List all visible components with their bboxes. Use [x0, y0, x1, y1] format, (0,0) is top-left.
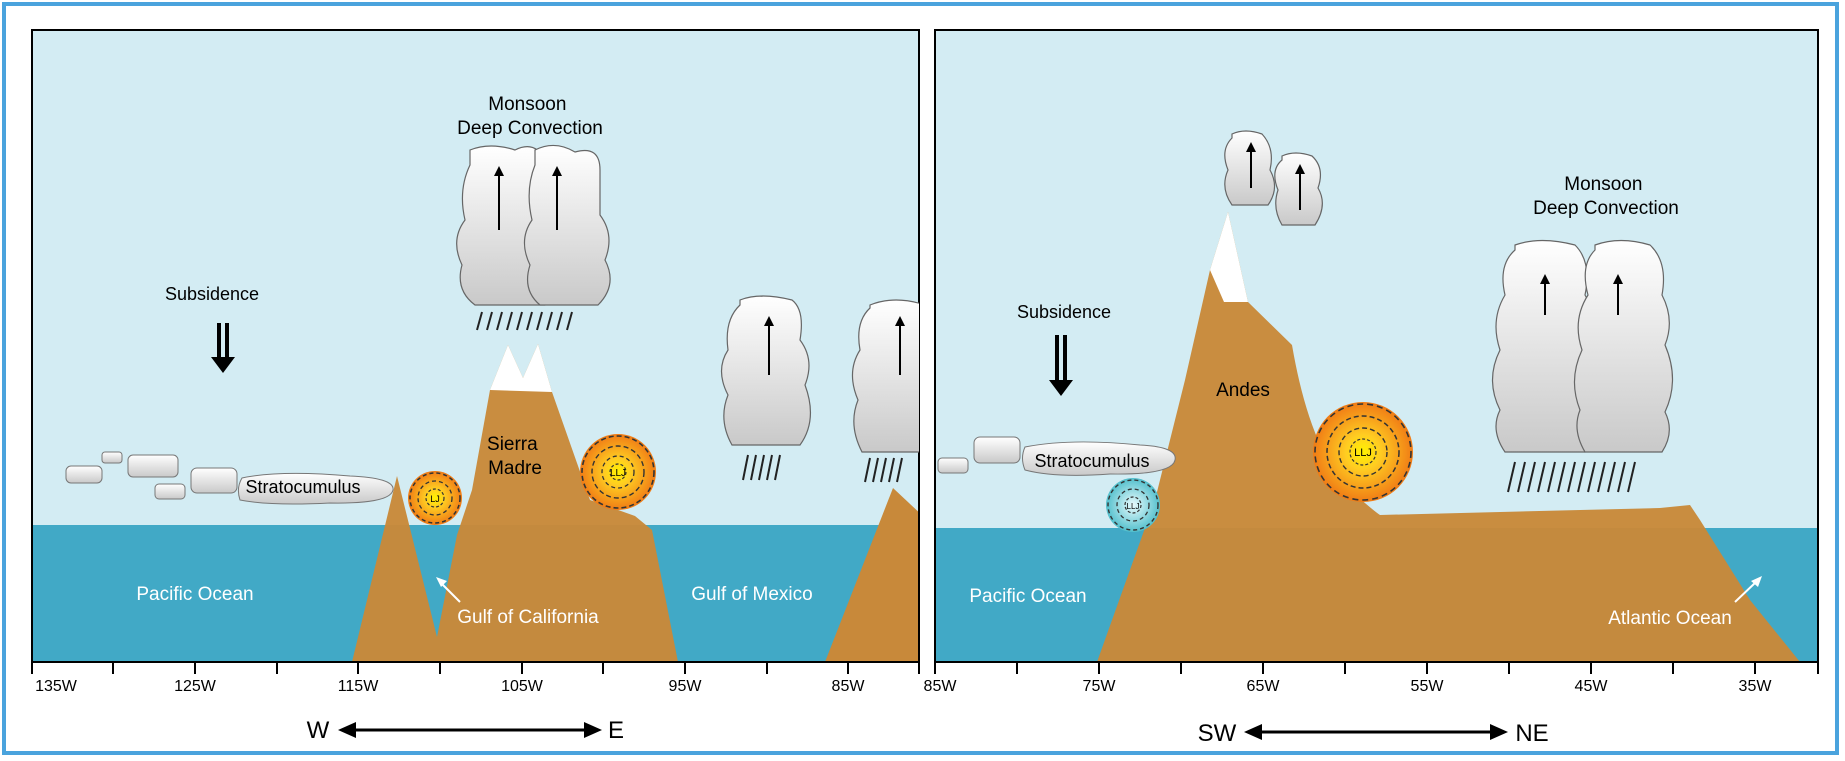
jet-large-label: LLJ	[1354, 447, 1372, 459]
tick-label: 55W	[1411, 678, 1445, 695]
andes-label: Andes	[1216, 380, 1270, 401]
direction-east-label: E	[608, 717, 624, 744]
tick-label: 45W	[1575, 678, 1609, 695]
atlantic-ocean-label: Atlantic Ocean	[1608, 608, 1732, 629]
tick-label: 115W	[338, 678, 380, 695]
panel-north-america: Pacific Ocean Gulf of California Gulf of…	[32, 30, 925, 744]
convective-cloud-icon	[1493, 241, 1673, 453]
convective-cloud-icon	[457, 145, 610, 305]
jet-large-label: LLJ	[610, 468, 626, 479]
direction-northeast-label: NE	[1515, 720, 1548, 747]
gulf-of-mexico-label: Gulf of Mexico	[691, 584, 812, 605]
pacific-ocean-label: Pacific Ocean	[136, 584, 253, 605]
longitude-axis	[935, 662, 1818, 674]
longitude-axis	[32, 662, 919, 674]
subsidence-label: Subsidence	[1017, 302, 1111, 322]
jet-small-label: LJ	[430, 494, 440, 504]
tick-label: 95W	[669, 678, 703, 695]
gulf-of-california-label: Gulf of California	[457, 607, 599, 628]
direction-west-label: W	[307, 717, 330, 744]
tick-label: 35W	[1739, 678, 1773, 695]
tick-label: 105W	[501, 678, 544, 695]
subsidence-label: Subsidence	[165, 284, 259, 304]
direction-southwest-label: SW	[1198, 720, 1237, 747]
tick-label: 135W	[35, 678, 78, 695]
stratocumulus-label: Stratocumulus	[1034, 451, 1149, 471]
tick-label: 125W	[174, 678, 217, 695]
direction-arrow-icon	[338, 722, 602, 738]
convective-cloud-icon	[852, 300, 925, 452]
tick-label: 65W	[1247, 678, 1281, 695]
tick-label: 75W	[1083, 678, 1117, 695]
tick-label: 85W	[924, 678, 958, 695]
direction-arrow-icon	[1244, 724, 1508, 740]
tick-label: 85W	[832, 678, 866, 695]
jet-small-label: LLJ	[1127, 502, 1140, 511]
stratocumulus-label: Stratocumulus	[245, 477, 360, 497]
convective-cloud-icon	[722, 296, 811, 445]
pacific-ocean-label: Pacific Ocean	[969, 586, 1086, 607]
panel-south-america: Pacific Ocean Atlantic Ocean Andes Subsi…	[924, 30, 1818, 747]
